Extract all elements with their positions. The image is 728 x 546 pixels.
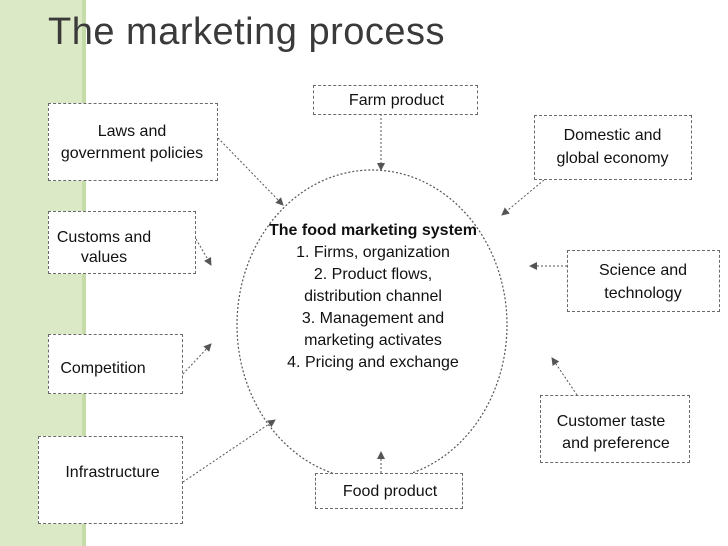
customer-taste-box: Customer taste and preference bbox=[540, 395, 690, 463]
domestic-label-line2: global economy bbox=[556, 150, 669, 167]
customer-label-line2: and preference bbox=[562, 435, 670, 452]
center-item-3: 3. Management and marketing activates bbox=[301, 310, 445, 349]
arrow-laws bbox=[217, 137, 284, 206]
customs-label-line1: Customs and bbox=[56, 229, 152, 246]
science-label-line2: technology bbox=[604, 285, 682, 302]
competition-box: Competition bbox=[48, 334, 183, 394]
center-item-4: 4. Pricing and exchange bbox=[287, 354, 459, 371]
food-marketing-system-text: The food marketing system 1. Firms, orga… bbox=[248, 220, 498, 374]
laws-box: Laws and government policies bbox=[48, 103, 218, 181]
laws-label-line1: Laws and bbox=[97, 123, 167, 140]
central-ellipse bbox=[236, 169, 508, 481]
food-product-label: Food product bbox=[342, 483, 438, 500]
center-title: The food marketing system bbox=[268, 222, 478, 239]
science-box: Science and technology bbox=[567, 250, 720, 312]
center-item-2: 2. Product flows, distribution channel bbox=[304, 266, 442, 305]
center-item-1: 1. Firms, organization bbox=[296, 244, 450, 261]
laws-label-line2: government policies bbox=[60, 145, 204, 162]
farm-product-box: Farm product bbox=[313, 85, 478, 115]
arrow-competition bbox=[182, 343, 212, 375]
infrastructure-label: Infrastructure bbox=[65, 464, 160, 481]
customs-box: Customs and values bbox=[48, 211, 196, 274]
infrastructure-box: Infrastructure bbox=[38, 436, 183, 524]
farm-product-label: Farm product bbox=[348, 92, 445, 109]
science-label-line1: Science and bbox=[598, 262, 688, 279]
arrow-domestic bbox=[501, 179, 545, 216]
domestic-economy-box: Domestic and global economy bbox=[534, 115, 692, 180]
food-product-box: Food product bbox=[315, 473, 463, 509]
slide-title: The marketing process bbox=[48, 11, 445, 53]
arrow-infrastructure bbox=[182, 419, 276, 483]
domestic-label-line1: Domestic and bbox=[563, 127, 662, 144]
customer-label-line1: Customer taste bbox=[556, 413, 666, 430]
competition-label: Competition bbox=[60, 360, 146, 377]
customs-label-line2: values bbox=[80, 249, 128, 266]
arrow-customer bbox=[551, 357, 578, 396]
arrow-customs bbox=[195, 238, 212, 266]
